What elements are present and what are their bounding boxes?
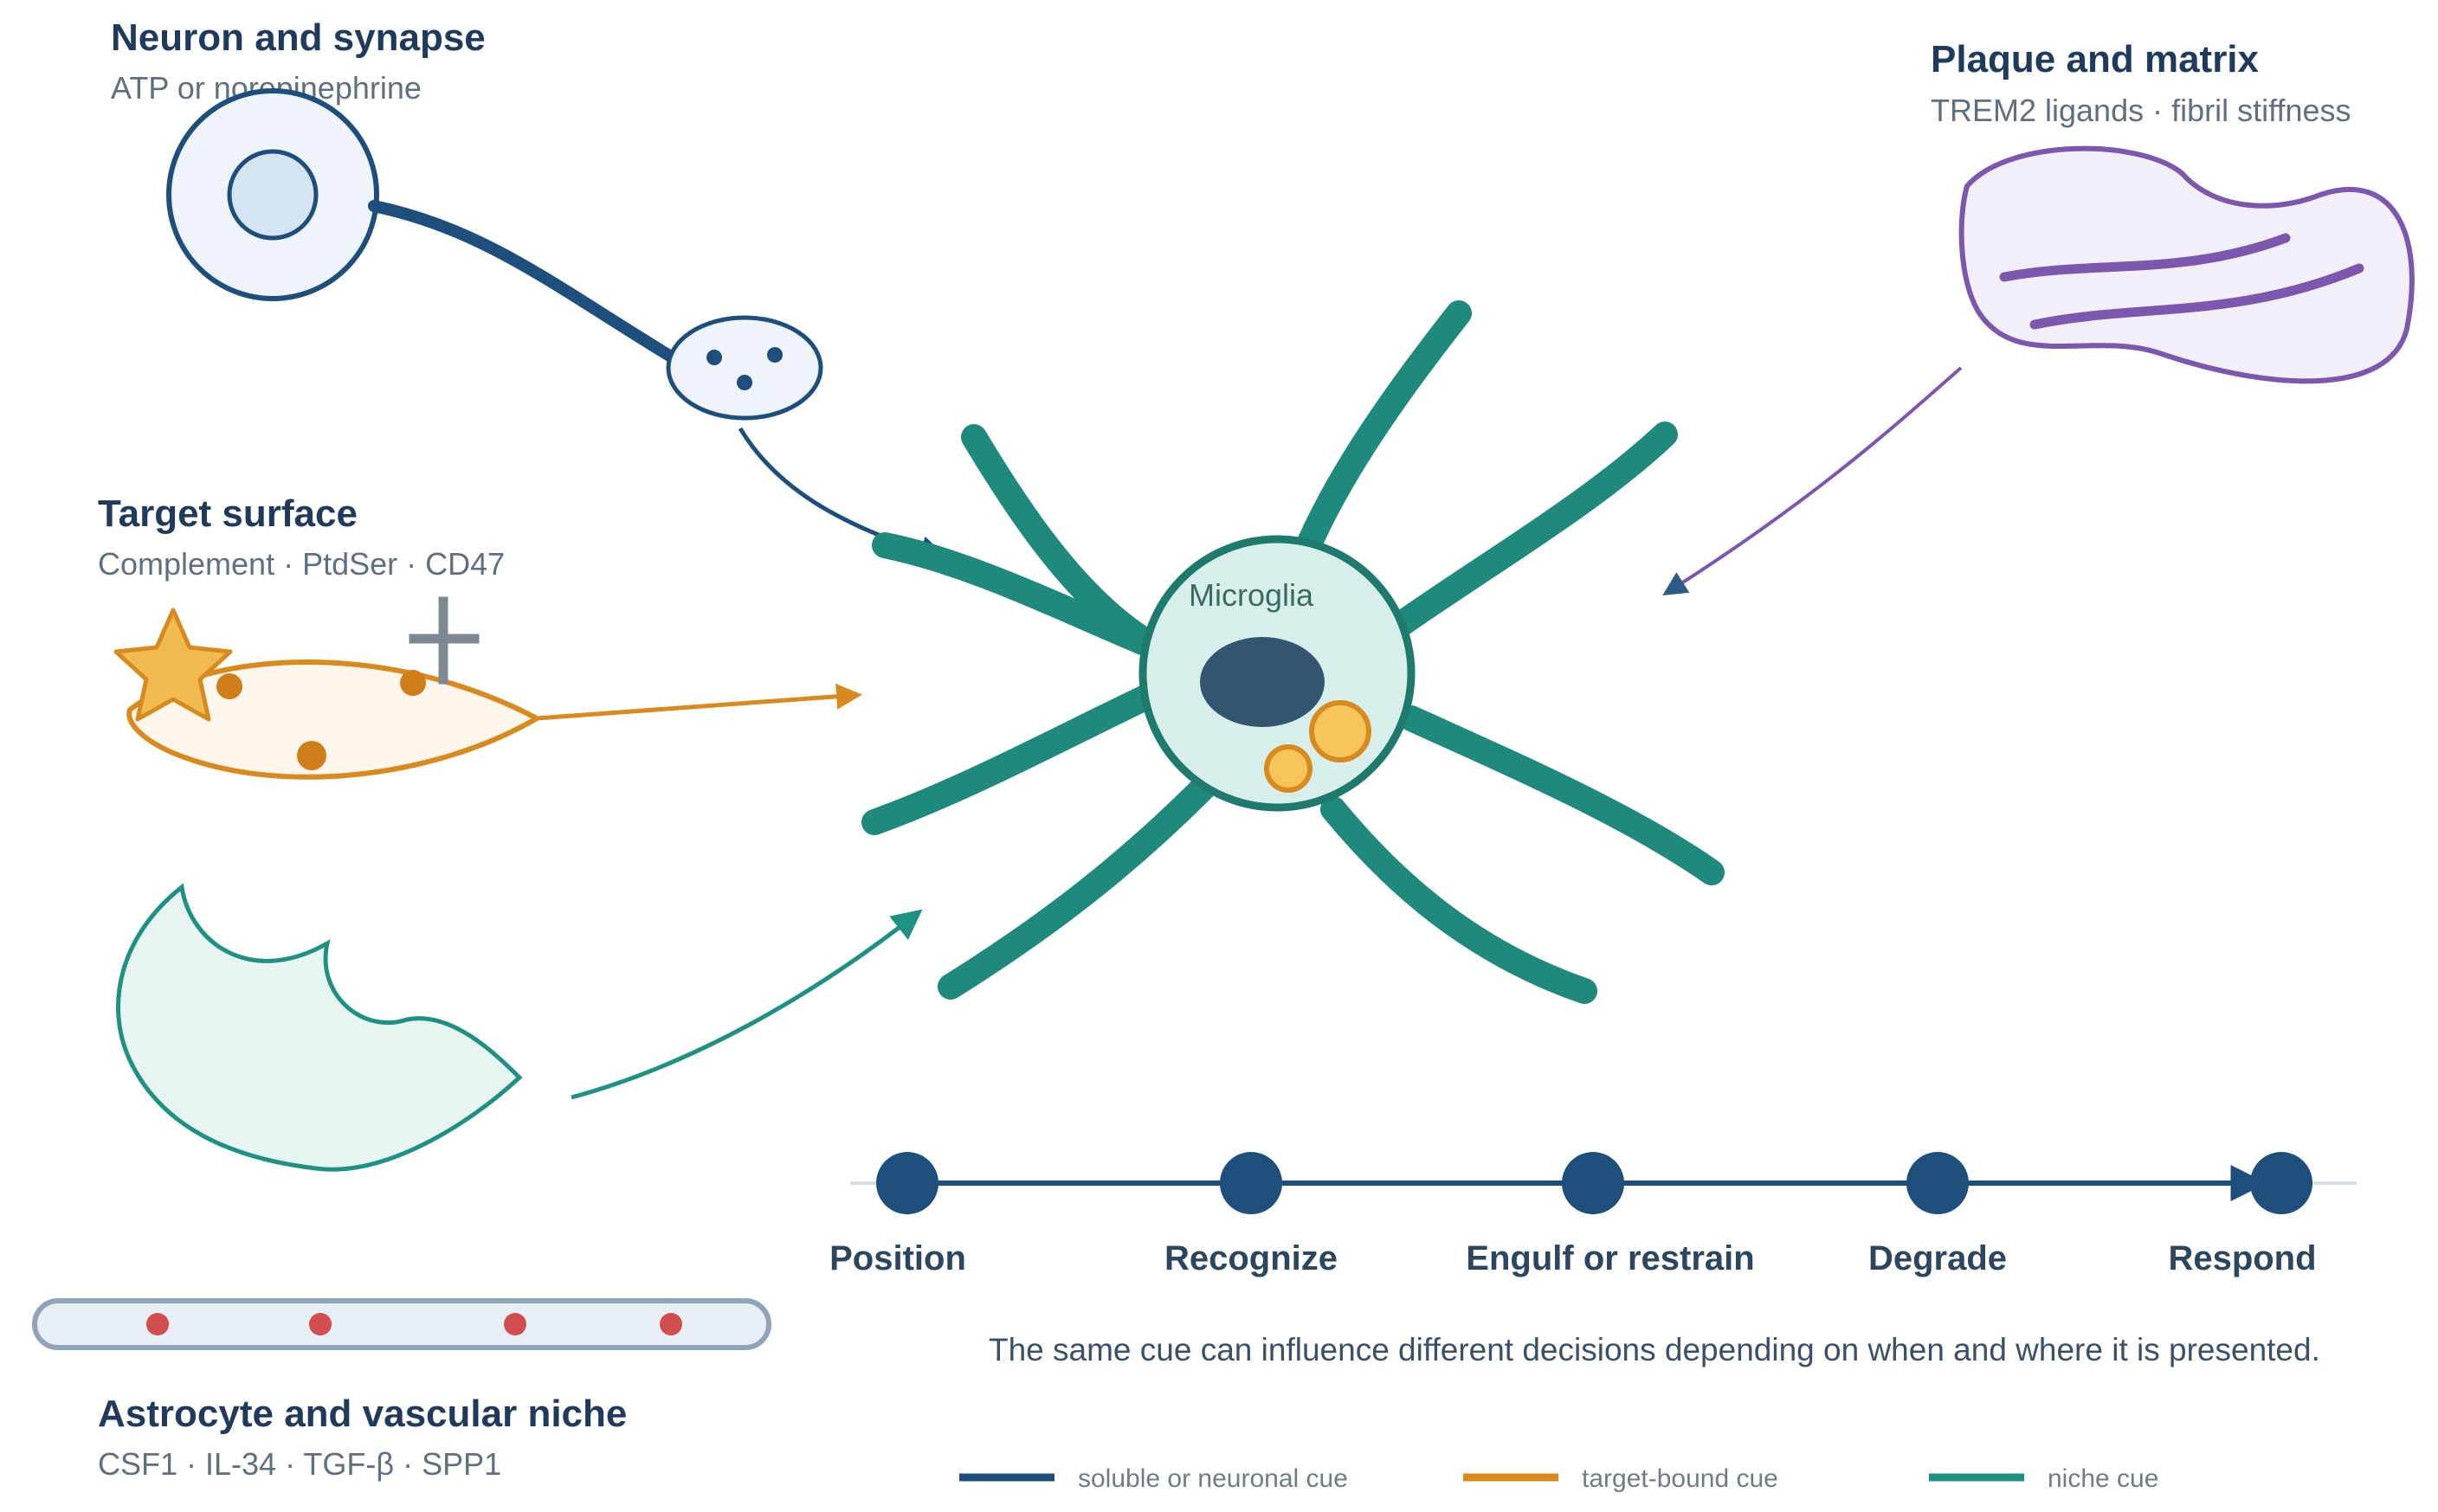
- stage-label-degrade: Degrade: [1868, 1239, 2007, 1277]
- process: [1398, 705, 1725, 885]
- legend-label-soluble: soluble or neuronal cue: [1078, 1464, 1348, 1493]
- stage-node-position: [876, 1152, 938, 1214]
- vessel-cell: [660, 1313, 682, 1335]
- microglia-nucleus: [1200, 637, 1325, 727]
- cd47-marker-icon: [409, 596, 480, 685]
- neuron-title: Neuron and synapse: [111, 16, 486, 59]
- stage-label-engulf: Engulf or restrain: [1466, 1239, 1754, 1277]
- legend-label-niche: niche cue: [2048, 1464, 2158, 1493]
- niche-title: Astrocyte and vascular niche: [98, 1393, 627, 1435]
- ptdser-dot: [216, 673, 242, 699]
- neuron-group: Neuron and synapse ATP or norepinephrine: [111, 16, 950, 566]
- fibril: [1999, 233, 2291, 282]
- microglia-processes: [861, 300, 1725, 1004]
- vesicle: [767, 347, 783, 363]
- legend: soluble or neuronal cue target-bound cue…: [959, 1464, 2158, 1493]
- process: [1390, 421, 1678, 636]
- stage-node-respond: [2250, 1152, 2312, 1214]
- vessel-group: Astrocyte and vascular niche CSF1 · IL-3…: [32, 1298, 771, 1482]
- target-subtitle: Complement · PtdSer · CD47: [98, 546, 505, 582]
- microglia-cell: Microglia: [861, 300, 1725, 1004]
- ptdser-dot: [297, 741, 326, 770]
- vessel-cell: [504, 1313, 526, 1335]
- stage-label-recognize: Recognize: [1164, 1239, 1338, 1277]
- process: [938, 775, 1216, 1000]
- stage-node-degrade: [1906, 1152, 1969, 1214]
- process: [1320, 796, 1597, 1004]
- fibril: [2029, 263, 2364, 330]
- stage-node-engulf: [1562, 1152, 1624, 1214]
- ptdser-dot: [400, 670, 426, 696]
- stage-label-position: Position: [829, 1239, 966, 1277]
- astrocyte-shape: [116, 883, 523, 1172]
- vesicle: [706, 350, 722, 365]
- legend-label-target: target-bound cue: [1582, 1464, 1778, 1493]
- stage-node-recognize: [1220, 1152, 1282, 1214]
- synapse-terminal: [666, 315, 823, 421]
- stage-label-respond: Respond: [2168, 1239, 2316, 1277]
- plaque-title: Plaque and matrix: [1931, 38, 2260, 80]
- plaque-signal-arrow: [1662, 366, 1963, 596]
- vesicle: [737, 375, 752, 390]
- target-group: Target surface Complement · PtdSer · CD4…: [98, 492, 862, 780]
- complement-star-icon: [113, 608, 233, 722]
- context-note: The same cue can influence different dec…: [989, 1332, 2320, 1367]
- vessel-cell: [146, 1313, 169, 1335]
- phagosome: [1309, 700, 1371, 762]
- plaque-group: Plaque and matrix TREM2 ligands · fibril…: [1662, 38, 2415, 596]
- process: [1290, 300, 1472, 571]
- process: [861, 684, 1160, 835]
- niche-subtitle: CSF1 · IL-34 · TGF-β · SPP1: [98, 1446, 501, 1482]
- target-title: Target surface: [98, 492, 358, 535]
- phagosome: [1264, 744, 1313, 793]
- process: [872, 532, 1156, 655]
- astrocyte-group: [116, 883, 923, 1172]
- neuron-axon: [368, 200, 677, 363]
- plaque-subtitle: TREM2 ligands · fibril stiffness: [1931, 93, 2351, 128]
- vessel-cell: [309, 1313, 332, 1335]
- target-signal-arrow: [536, 683, 862, 721]
- neuron-nucleus: [227, 149, 319, 241]
- microglia-label: Microglia: [1189, 577, 1314, 613]
- niche-signal-arrow: [571, 909, 923, 1100]
- blood-vessel: [32, 1298, 771, 1350]
- decision-pathway: Position Recognize Engulf or restrain De…: [829, 1152, 2357, 1367]
